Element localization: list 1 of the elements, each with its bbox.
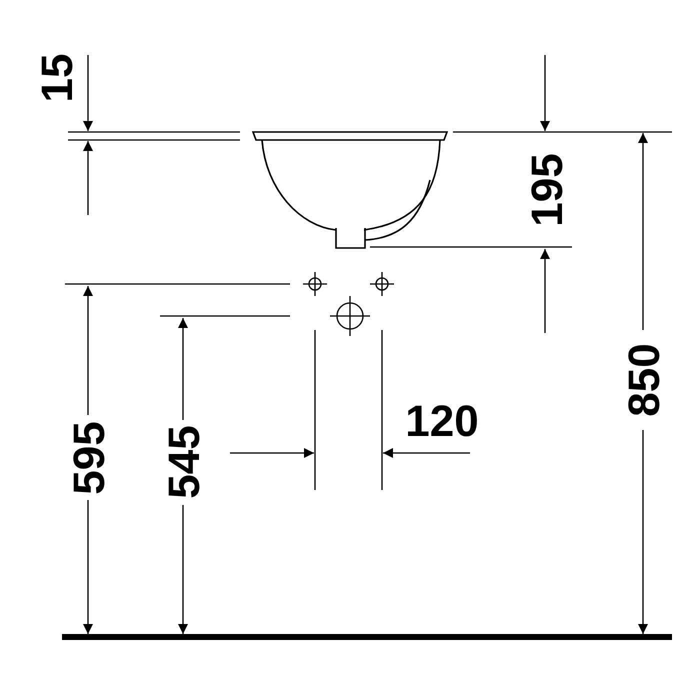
dimension-label: 120 bbox=[405, 400, 479, 444]
